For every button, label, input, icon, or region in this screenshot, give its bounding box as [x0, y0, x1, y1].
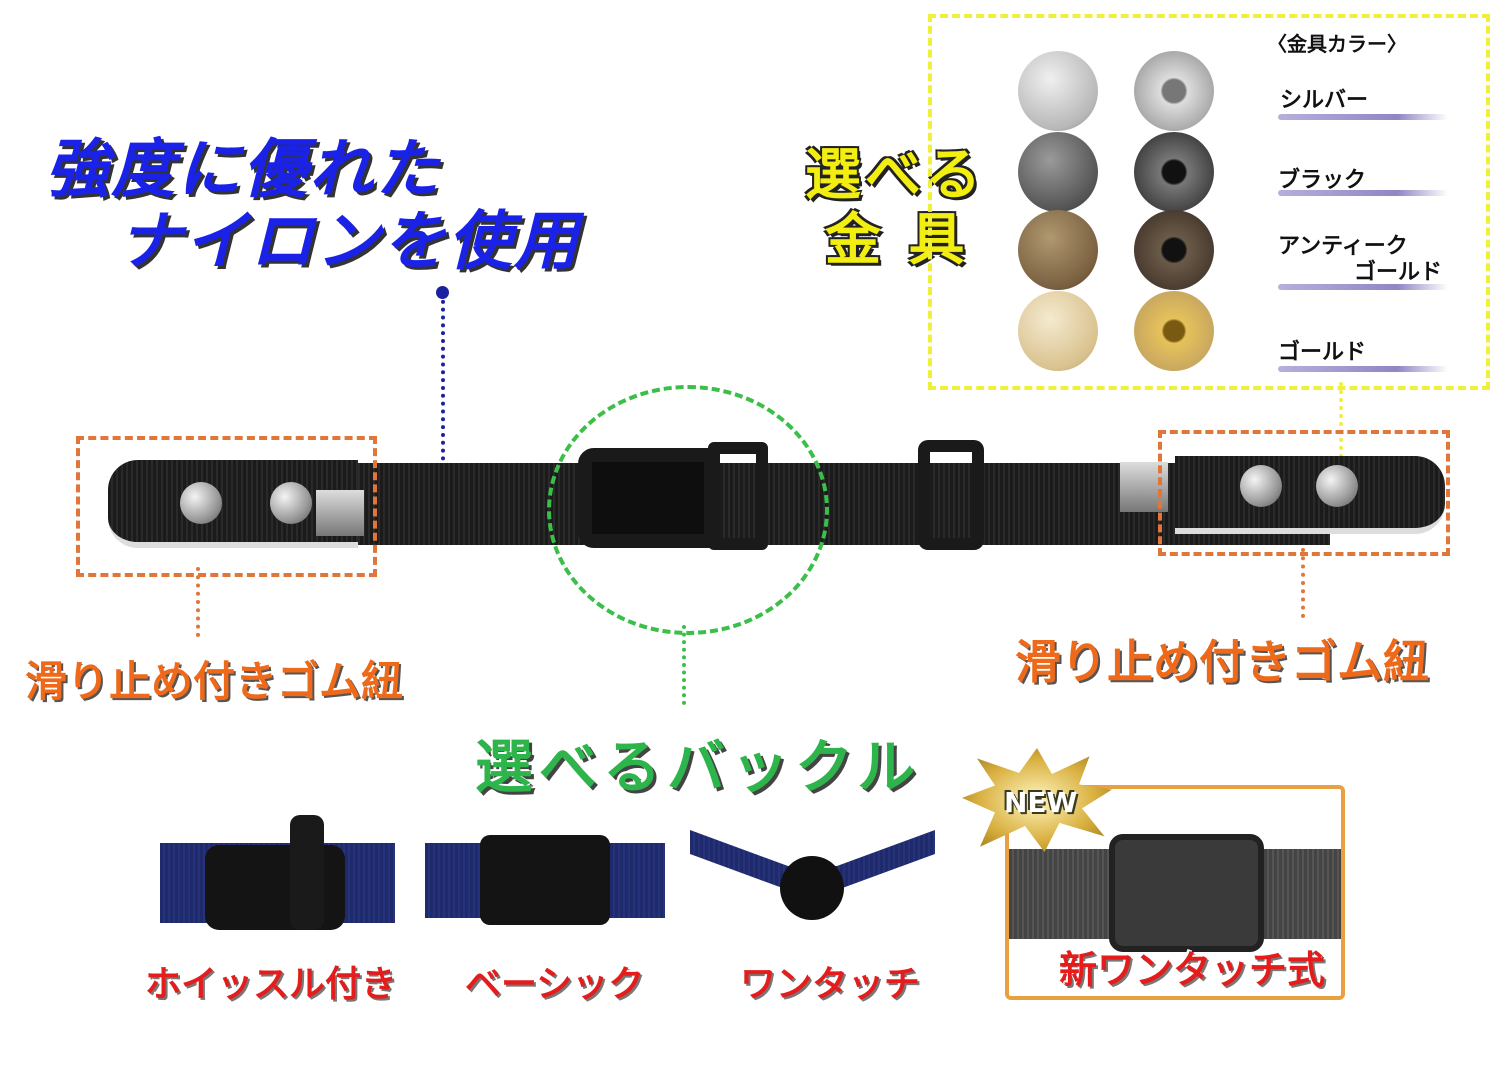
metal-color-title: 〈金具カラー〉: [1267, 32, 1407, 56]
buckle-label-onetouch: ワンタッチ: [740, 964, 921, 1005]
callout-line: [682, 625, 686, 705]
basic-buckle-image: [480, 835, 610, 925]
antique-gold-cap-swatch: [1018, 210, 1098, 290]
metal-heading-line1: 選べる: [805, 143, 985, 208]
buckle-option-basic[interactable]: [425, 835, 665, 925]
elastic-highlight-right: [1158, 430, 1450, 556]
snap-button: [1316, 465, 1358, 507]
antique-gold-socket-swatch: [1134, 210, 1214, 290]
whistle-buckle-image: [205, 845, 345, 930]
callout-dot: [436, 286, 449, 299]
buckle-label-new-onetouch: 新ワンタッチ式: [1059, 948, 1326, 992]
snap-button: [270, 482, 312, 524]
color-label-antique-gold: ゴールド: [1354, 260, 1443, 285]
elastic-label-left: 滑り止め付きゴム紐: [25, 657, 404, 706]
callout-line: [196, 567, 200, 637]
headline-line2: ナイロンを使用: [118, 205, 580, 279]
black-socket-swatch: [1134, 132, 1214, 212]
snap-button: [1240, 465, 1282, 507]
metal-clip: [316, 490, 364, 536]
new-badge-text: NEW: [1004, 786, 1078, 819]
metal-heading-line2: 金 具: [825, 208, 969, 273]
underline-bar: [1278, 190, 1448, 196]
callout-line: [1301, 548, 1305, 618]
underline-bar: [1278, 284, 1448, 290]
slider-adjuster: [918, 440, 984, 550]
underline-bar: [1278, 114, 1448, 120]
gold-cap-swatch: [1018, 291, 1098, 371]
buckle-heading: 選べるバックル: [475, 733, 922, 801]
nylon-callout-line: [441, 292, 445, 492]
underline-bar: [1278, 366, 1448, 372]
buckle-label-whistle: ホイッスル付き: [145, 964, 398, 1005]
silver-cap-swatch: [1018, 51, 1098, 131]
metal-color-panel: 〈金具カラー〉 シルバー ブラック アンティーク ゴールド ゴールド: [928, 14, 1490, 390]
snap-button: [180, 482, 222, 524]
color-label-black: ブラック: [1278, 168, 1367, 193]
black-cap-swatch: [1018, 132, 1098, 212]
whistle-icon: [290, 815, 324, 930]
gold-socket-swatch: [1134, 291, 1214, 371]
elastic-label-right: 滑り止め付きゴム紐: [1015, 635, 1429, 689]
color-label-antique: アンティーク: [1278, 234, 1408, 259]
buckle-option-whistle[interactable]: [160, 815, 395, 930]
elastic-highlight-left: [76, 436, 377, 577]
onetouch-buckle-image: [780, 856, 844, 920]
color-label-gold: ゴールド: [1278, 340, 1367, 365]
buckle-highlight-circle: [547, 385, 829, 635]
color-label-silver: シルバー: [1280, 88, 1369, 113]
new-onetouch-buckle-image: [1109, 834, 1264, 952]
headline-line1: 強度に優れた: [45, 133, 441, 207]
buckle-option-onetouch[interactable]: [690, 820, 935, 925]
elastic-loop-right: [1175, 456, 1445, 534]
buckle-label-basic: ベーシック: [465, 964, 645, 1005]
silver-socket-swatch: [1134, 51, 1214, 131]
